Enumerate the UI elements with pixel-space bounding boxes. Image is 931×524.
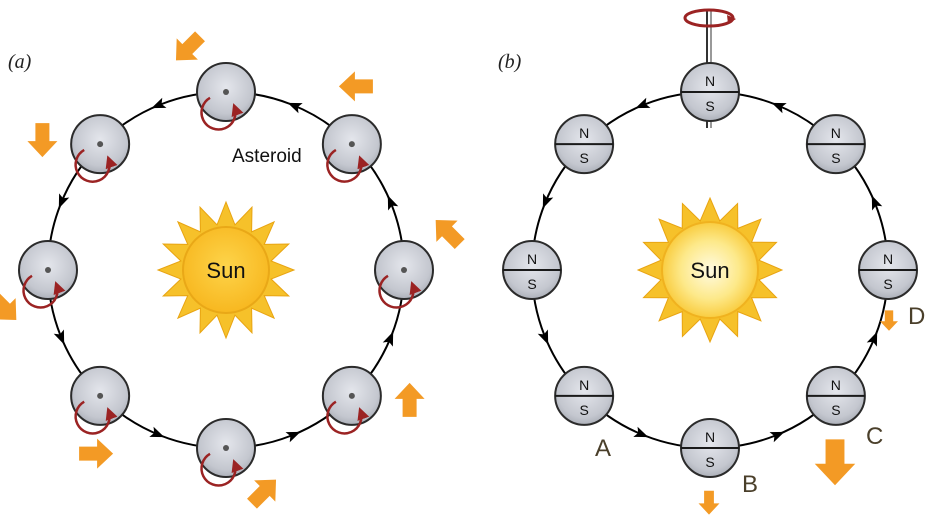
north-pole-label: N [527, 251, 537, 267]
south-pole-label: S [579, 402, 588, 418]
north-pole-label: N [579, 125, 589, 141]
orbit-direction-arrow [542, 193, 554, 209]
panel-a-label: (a) [8, 51, 32, 73]
panel-a: Sun Asteroid [0, 31, 465, 509]
thrust-arrow [27, 123, 58, 158]
asteroid [321, 114, 382, 183]
sun-a: Sun [156, 200, 296, 340]
thrust-arrow [247, 479, 277, 509]
asteroid-label: Asteroid [232, 146, 302, 167]
thrust-arrow [79, 438, 114, 469]
thrust-arrow [338, 71, 373, 102]
magnetized-asteroid: NS [554, 365, 615, 426]
sun-disk-b [661, 221, 759, 319]
thrust-arrow [394, 382, 425, 417]
magnetized-asteroid: NS [680, 62, 740, 122]
magnetized-asteroid: NS [805, 365, 866, 426]
south-pole-label: S [705, 98, 714, 114]
thrust-arrow-b [698, 490, 720, 515]
north-pole-label: N [579, 377, 589, 393]
orbit-direction-arrow [58, 193, 70, 209]
south-pole-label: S [527, 276, 536, 292]
panel-b-label: (b) [498, 51, 522, 73]
south-pole-label: S [579, 150, 588, 166]
thrust-arrow-d [879, 310, 899, 331]
spin-arrow-icon [74, 400, 118, 435]
orbit-direction-arrow [285, 431, 301, 443]
magnetized-asteroid: NS [805, 114, 866, 175]
orbit-direction-arrow [633, 426, 649, 438]
spin-arrow-icon [326, 148, 370, 183]
spin-arrow-icon [378, 274, 422, 309]
orbit-direction-arrow [149, 426, 165, 438]
orbit-direction-arrow [387, 195, 399, 211]
sun-disk-a [182, 226, 270, 314]
point-c-label: C [866, 423, 883, 450]
magnetized-asteroid: NS [680, 418, 740, 478]
point-b-label: B [742, 471, 758, 498]
asteroid [70, 114, 131, 183]
asteroid [374, 240, 434, 309]
orbit-direction-arrow [866, 331, 878, 347]
orbit-direction-arrow [537, 329, 549, 345]
asteroid [321, 365, 382, 435]
spin-arrow-icon [22, 274, 66, 309]
spin-arrow-icon [200, 96, 244, 131]
north-pole-label: N [883, 251, 893, 267]
spin-arrow-icon [326, 400, 370, 435]
thrust-arrow [435, 219, 465, 249]
orbit-direction-arrow [635, 97, 651, 109]
orbit-direction-arrow [53, 329, 65, 345]
spin-rotation-icon [683, 8, 735, 28]
thrust-arrow-c [814, 439, 856, 486]
thrust-arrow [175, 31, 205, 61]
spin-arrow-icon [74, 148, 118, 183]
asteroid [196, 418, 256, 487]
sun-label-a: Sun [206, 258, 245, 283]
north-pole-label: N [705, 429, 715, 445]
orbit-direction-arrow [382, 331, 394, 347]
asteroid [196, 62, 256, 131]
spin-arrow-icon [200, 452, 244, 487]
sun-b: Sun [636, 196, 784, 344]
point-d-label: D [908, 303, 925, 330]
magnetized-asteroid: NS [858, 240, 918, 300]
north-pole-label: N [831, 377, 841, 393]
orbit-direction-arrow [287, 102, 303, 114]
orbit-direction-arrow [769, 431, 785, 443]
magnetized-asteroid: NS [502, 240, 562, 300]
orbit-direction-arrow [871, 195, 883, 211]
thrust-arrow [0, 291, 17, 321]
north-pole-label: N [705, 73, 715, 89]
south-pole-label: S [883, 276, 892, 292]
orbit-direction-arrow [771, 102, 787, 114]
south-pole-label: S [831, 150, 840, 166]
south-pole-label: S [705, 454, 714, 470]
asteroid [18, 240, 78, 309]
point-a-label: A [595, 435, 611, 462]
magnetized-asteroid: NS [554, 114, 615, 175]
south-pole-label: S [831, 402, 840, 418]
north-pole-label: N [831, 125, 841, 141]
sun-label-b: Sun [690, 258, 729, 283]
asteroid [70, 365, 131, 435]
orbit-direction-arrow [151, 97, 167, 109]
